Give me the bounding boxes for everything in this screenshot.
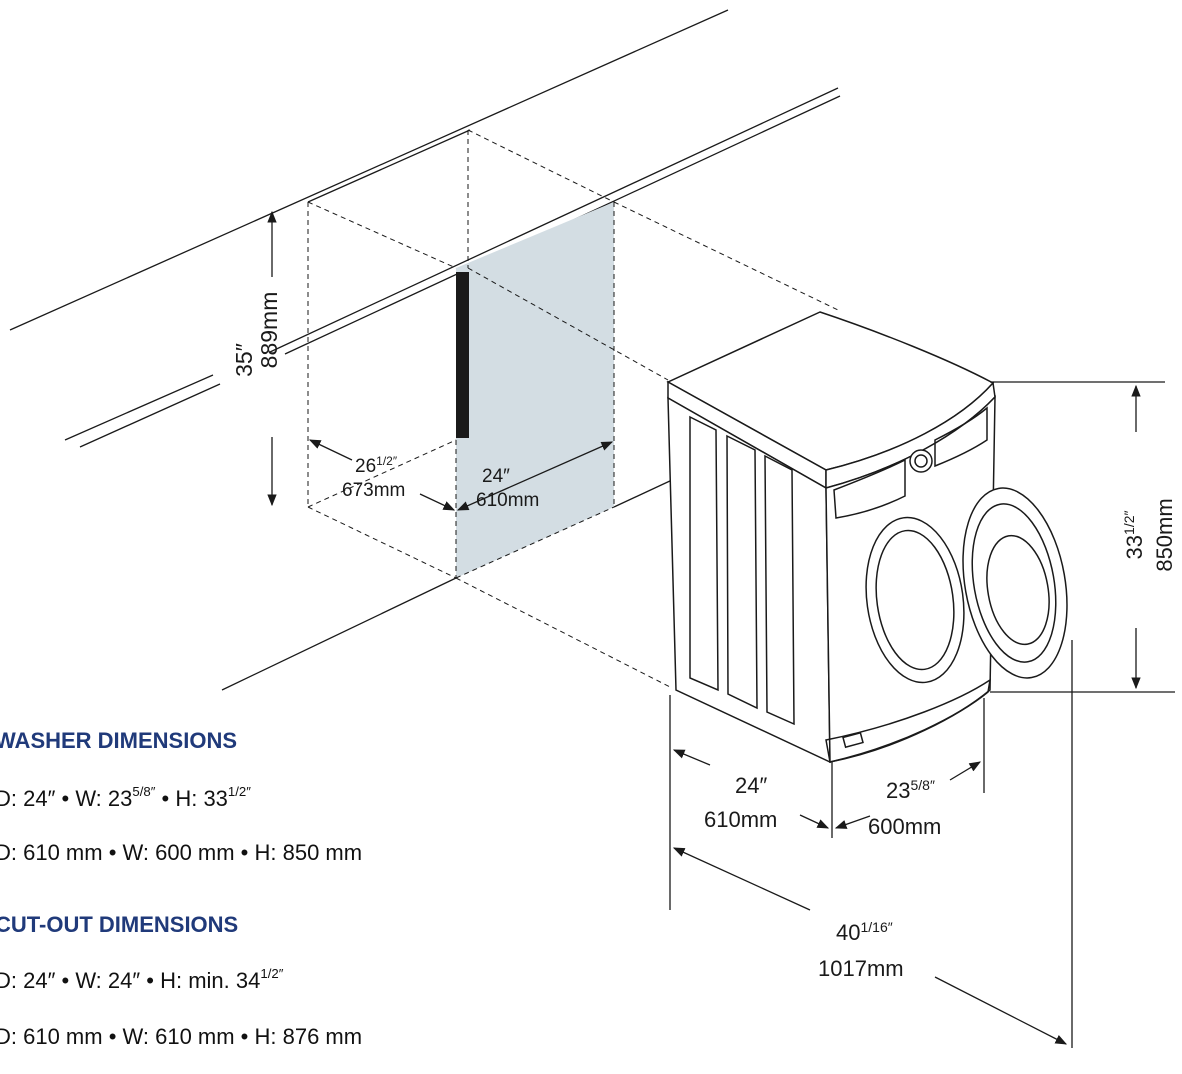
washer-height-in-frac: 1/2″ <box>1121 511 1137 535</box>
washer-depth-in: 24″ <box>735 773 767 798</box>
washer-total-in: 40 <box>836 920 860 945</box>
bullet: • <box>55 968 76 993</box>
bullet: • <box>155 786 176 811</box>
washer-illustration <box>666 311 1068 764</box>
washer-width-in-frac: 5/8″ <box>910 777 934 793</box>
washer-total-in-frac: 1/16″ <box>860 919 892 935</box>
washer-depth-dimension: 24″ 610mm <box>669 695 833 910</box>
counter-lines <box>9 9 841 691</box>
cutout-dimensions-title: CUT-OUT DIMENSIONS <box>0 912 239 937</box>
washer-height-dimension: 331/2″ 850mm <box>990 381 1177 693</box>
cutout-width-in: 24″ <box>482 466 510 487</box>
cutout-height-mm: 889mm <box>256 292 282 369</box>
washer-imperial-width-frac: 5/8″ <box>132 783 156 799</box>
cutout-imperial-depth: D: 24″ <box>0 968 56 993</box>
washer-imperial-depth: D: 24″ <box>0 786 56 811</box>
cutout-depth-in: 26 <box>355 456 376 477</box>
cutout-height-dimension: 35″ 889mm <box>231 210 282 507</box>
cutout-imperial-line: D: 24″ • W: 24″ • H: min. 341/2″ <box>0 965 284 994</box>
cutout-width-dimension: 24″ 610mm <box>456 441 614 511</box>
cutout-depth-in-frac: 1/2″ <box>376 454 398 468</box>
washer-imperial-height-frac: 1/2″ <box>227 783 251 799</box>
cutout-depth-mm: 673mm <box>342 480 405 501</box>
cutout-imperial-height-frac: 1/2″ <box>260 965 284 981</box>
detergent-drawer <box>833 458 906 519</box>
washer-width-in: 23 <box>886 778 910 803</box>
svg-text:331/2″: 331/2″ <box>1121 511 1147 560</box>
cutout-depth-dimension: 261/2″ 673mm <box>308 439 456 511</box>
washer-imperial-line: D: 24″ • W: 235/8″ • H: 331/2″ <box>0 783 251 812</box>
cutout-imperial-height: H: min. 34 <box>160 968 261 993</box>
washer-metric-line: D: 610 mm • W: 600 mm • H: 850 mm <box>0 840 363 865</box>
washer-height-mm: 850mm <box>1152 498 1177 571</box>
cutout-height-in: 35″ <box>231 343 257 377</box>
cutout-imperial-width: W: 24″ <box>75 968 141 993</box>
svg-text:261/2″: 261/2″ <box>355 454 398 477</box>
washer-depth-mm: 610mm <box>704 807 777 832</box>
washer-dimensions-title: WASHER DIMENSIONS <box>0 728 238 753</box>
cutout-width-mm: 610mm <box>476 490 539 511</box>
washer-width-dimension: 235/8″ 600mm <box>834 698 985 839</box>
bullet: • <box>140 968 161 993</box>
filter-hatch <box>842 731 864 749</box>
washer-imperial-width: W: 23 <box>75 786 133 811</box>
washer-total-mm: 1017mm <box>818 956 904 981</box>
washer-total-depth-dimension: 401/16″ 1017mm <box>672 640 1073 1048</box>
svg-text:235/8″: 235/8″ <box>886 777 935 803</box>
svg-text:401/16″: 401/16″ <box>836 919 893 945</box>
washer-height-in: 33 <box>1122 535 1147 559</box>
cutout-metric-line: D: 610 mm • W: 610 mm • H: 876 mm <box>0 1024 363 1049</box>
bullet: • <box>55 786 76 811</box>
washer-imperial-height: H: 33 <box>175 786 228 811</box>
washer-width-mm: 600mm <box>868 814 941 839</box>
